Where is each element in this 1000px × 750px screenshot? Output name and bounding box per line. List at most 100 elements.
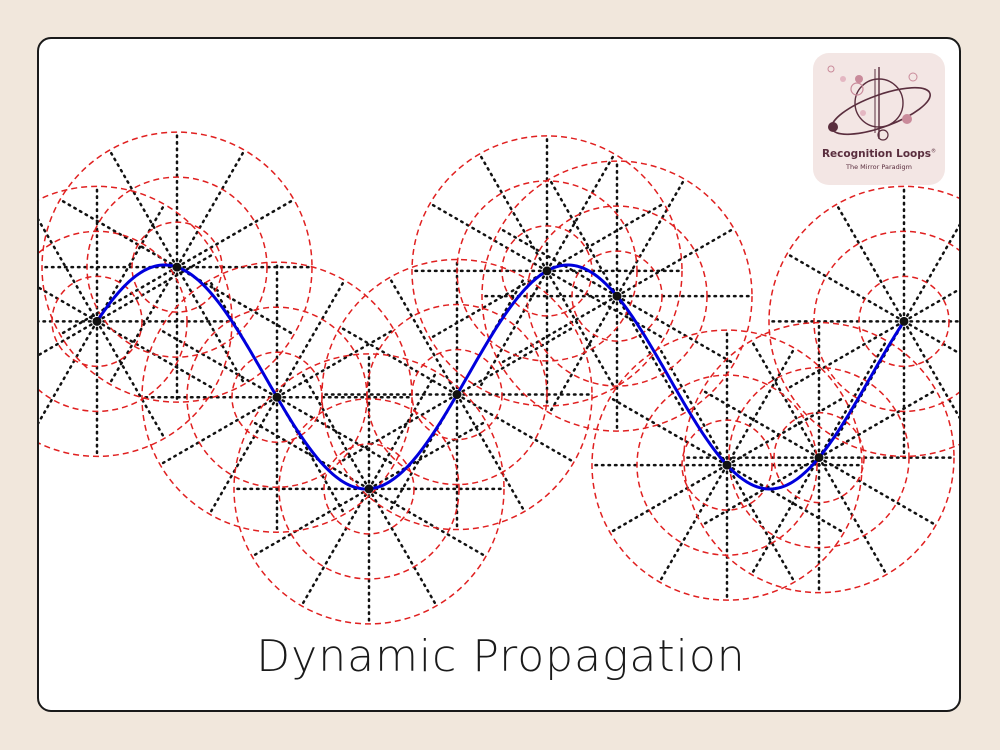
spoke-line xyxy=(750,339,821,459)
spoke-line xyxy=(428,269,549,340)
ripple-circle xyxy=(51,275,143,368)
diagram-caption: Dynamic Propagation xyxy=(256,631,746,682)
spoke-line xyxy=(725,396,846,467)
spoke-line xyxy=(300,487,371,608)
spoke-line xyxy=(725,463,796,584)
spoke-line xyxy=(902,223,959,323)
spoke-line xyxy=(367,420,488,491)
spoke-line xyxy=(478,269,549,390)
spoke-line xyxy=(175,265,296,336)
spoke-line xyxy=(608,396,729,467)
ripple-circle xyxy=(858,275,950,368)
spoke-line xyxy=(208,395,279,516)
ripple-circles xyxy=(39,131,959,625)
ripple-circle xyxy=(131,221,223,313)
spoke-line xyxy=(367,370,438,491)
spoke-line xyxy=(39,218,99,323)
spoke-line xyxy=(108,265,179,386)
spoke-line xyxy=(158,328,279,399)
spoke-line xyxy=(108,148,179,269)
ripple-circle xyxy=(481,160,753,432)
wave-node xyxy=(364,484,374,494)
brand-logo: Recognition Loops® The Mirror Paradigm xyxy=(813,53,945,185)
spoke-line xyxy=(455,393,576,464)
ripple-circle xyxy=(366,303,548,486)
spoke-line xyxy=(545,269,666,340)
ripple-circle xyxy=(773,411,865,504)
spoke-line xyxy=(835,203,906,323)
spoke-line xyxy=(39,320,99,425)
spoke-line xyxy=(817,456,938,527)
wave-node xyxy=(722,460,732,470)
logo-title: Recognition Loops® xyxy=(821,148,937,160)
ripple-spokes xyxy=(39,130,959,626)
ripple-circle xyxy=(768,185,959,458)
spoke-line xyxy=(817,388,938,459)
ripple-circle xyxy=(86,176,268,358)
spoke-line xyxy=(300,370,371,491)
spoke-line xyxy=(250,420,371,491)
ripple-circle xyxy=(411,348,503,441)
sine-wave xyxy=(95,263,905,491)
ripple-circle xyxy=(278,398,460,580)
spoke-line xyxy=(95,252,216,323)
spoke-line xyxy=(700,456,821,527)
spoke-line xyxy=(338,393,459,464)
spoke-line xyxy=(58,265,179,336)
spoke-line xyxy=(175,198,296,269)
spoke-line xyxy=(367,487,438,608)
wave-node xyxy=(814,453,824,463)
wave-node xyxy=(172,262,182,272)
spoke-line xyxy=(785,320,906,391)
ripple-circle xyxy=(571,250,663,342)
ripple-circle xyxy=(186,306,368,488)
wave-node xyxy=(272,392,282,402)
spoke-line xyxy=(158,395,279,466)
ripple-circle xyxy=(728,366,910,549)
spoke-line xyxy=(95,320,166,440)
spoke-line xyxy=(428,202,549,273)
spoke-line xyxy=(615,227,736,298)
spoke-line xyxy=(725,463,846,534)
spoke-line xyxy=(498,294,619,365)
ripple-circle xyxy=(501,225,593,317)
spoke-line xyxy=(175,265,246,386)
ripple-circle xyxy=(39,230,188,413)
spoke-line xyxy=(367,487,488,558)
spoke-line xyxy=(478,152,549,273)
ripple-circle xyxy=(411,135,683,407)
spoke-line xyxy=(725,346,796,467)
spoke-line xyxy=(388,276,459,396)
orbit-emblem-icon xyxy=(827,65,931,141)
spoke-line xyxy=(275,279,346,399)
propagation-diagram xyxy=(39,130,959,626)
spoke-line xyxy=(455,393,526,513)
card: Recognition Loops® The Mirror Paradigm D… xyxy=(37,37,961,712)
ripple-circle xyxy=(681,419,773,511)
spoke-line xyxy=(817,339,888,459)
spoke-line xyxy=(455,325,576,396)
spoke-line xyxy=(545,202,666,273)
ripple-circle xyxy=(323,443,415,535)
ripple-circle xyxy=(683,321,955,594)
wave-node xyxy=(899,316,909,326)
spoke-line xyxy=(902,288,959,323)
spoke-line xyxy=(39,286,99,323)
spoke-line xyxy=(250,487,371,558)
spoke-line xyxy=(750,456,821,576)
spoke-line xyxy=(785,252,906,323)
ripple-circle xyxy=(233,353,505,625)
spoke-line xyxy=(902,320,959,355)
wave-node xyxy=(612,291,622,301)
spoke-line xyxy=(275,328,396,399)
spoke-line xyxy=(175,148,246,269)
ripple-circle xyxy=(636,374,818,556)
spoke-line xyxy=(95,203,166,323)
spoke-line xyxy=(548,177,619,298)
spoke-line xyxy=(545,269,616,390)
spoke-line xyxy=(608,463,729,534)
spoke-line xyxy=(615,294,736,365)
ripple-circle xyxy=(141,261,413,533)
spoke-line xyxy=(548,294,619,415)
wave-node xyxy=(452,390,462,400)
